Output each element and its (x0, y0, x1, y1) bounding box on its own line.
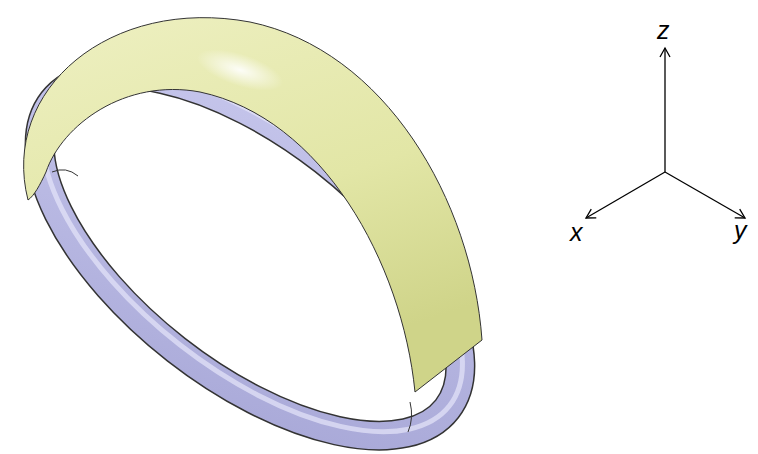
axis-triad (586, 48, 745, 218)
seam-line (408, 402, 412, 432)
highlight (192, 41, 287, 99)
seam-line (52, 170, 78, 176)
shell-cover (24, 18, 482, 392)
torus-ring (0, 5, 522, 454)
axis-label: x (570, 220, 583, 245)
axis-label: z (657, 18, 670, 43)
axis-label: y (734, 218, 747, 243)
